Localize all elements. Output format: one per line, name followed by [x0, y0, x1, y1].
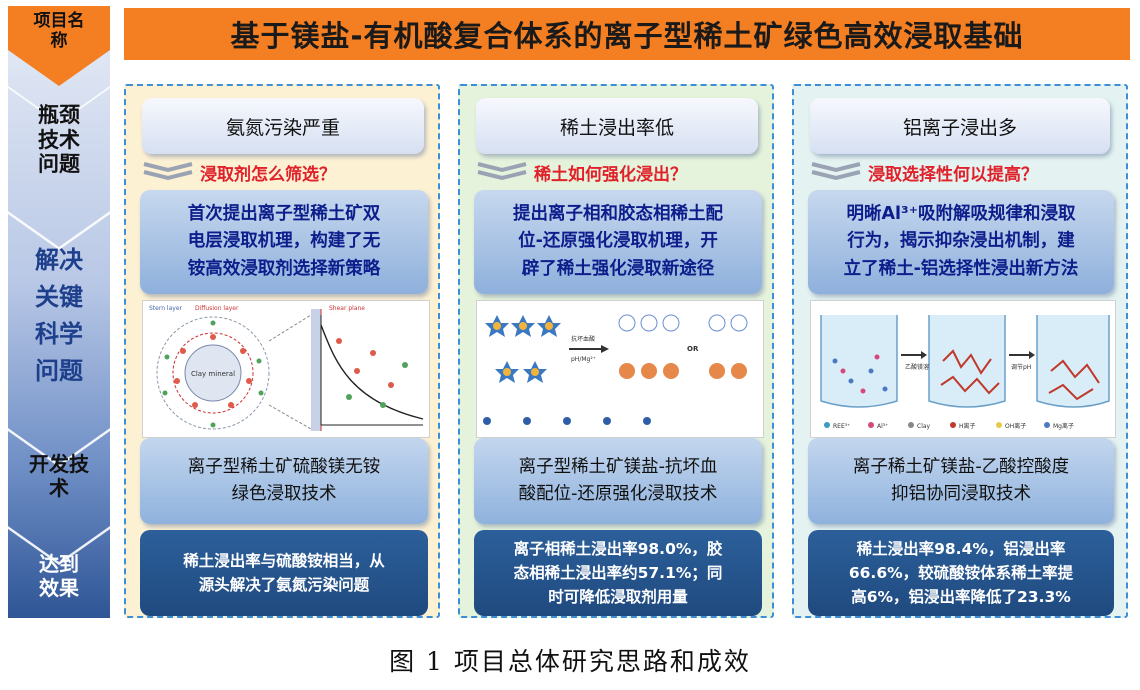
ph-mg-label: pH/Mg²⁺: [571, 356, 596, 363]
shear-plane-label: Shear plane: [329, 305, 365, 312]
science-box: 明晰Al³⁺吸附解吸规律和浸取 行为，揭示抑杂浸出机制，建 立了稀土-铝选择性浸…: [808, 190, 1114, 294]
question-text: 稀土如何强化浸出？: [534, 164, 687, 185]
legend-al: Al³⁺: [877, 423, 888, 430]
clay-mineral-label: Clay mineral: [191, 370, 235, 378]
figure-caption: 图 1 项目总体研究思路和成效: [389, 647, 751, 676]
legend-mg: Mg离子: [1053, 422, 1074, 430]
label-key-science: 解决 关键 科学 问题: [35, 245, 83, 386]
chevron-arrows-icon: [477, 162, 527, 181]
question-text: 浸取剂怎么筛选？: [200, 164, 336, 185]
question-row: 稀土如何强化浸出？: [474, 160, 764, 185]
selective-leaching-figure: 乙酸镁溶 调节pH REE³⁺ Al³⁺ Clay H离子 OH离子 Mg离子: [810, 300, 1116, 438]
left-bar-background: [8, 6, 110, 618]
label-results: 达到 效果: [39, 552, 79, 600]
left-category-bar: 项目名 称 瓶颈 技术 问题 解决 关键 科学 问题 开发技 术 达到 效果: [8, 6, 110, 618]
effect-box: 稀土浸出率与硫酸铵相当，从 源头解决了氨氮污染问题: [140, 530, 428, 616]
legend-h: H离子: [959, 422, 976, 430]
double-layer-figure: Stern layer Diffusion layer Clay mineral…: [142, 300, 430, 438]
effect-box: 稀土浸出率98.4%，铝浸出率 66.6%，较硫酸铵体系稀土率提 高6%，铝浸出…: [808, 530, 1114, 616]
problem-header: 稀土浸出率低: [476, 98, 758, 154]
problem-header: 铝离子浸出多: [810, 98, 1110, 154]
coordination-reduction-diagram: 抗坏血酸 pH/Mg²⁺ OR: [483, 314, 748, 425]
label-dev-tech: 开发技 术: [29, 452, 89, 500]
add-acetic-label: 乙酸镁溶: [905, 363, 929, 371]
column-aluminum: 铝离子浸出多 浸取选择性何以提高？ 明晰Al³⁺吸附解吸规律和浸取 行为，揭示抑…: [792, 84, 1128, 618]
question-text: 浸取选择性何以提高？: [868, 164, 1038, 185]
title-banner: 基于镁盐-有机酸复合体系的离子型稀土矿绿色高效浸取基础: [124, 8, 1130, 60]
column-ree-recovery: 稀土浸出率低 稀土如何强化浸出？ 提出离子相和胶态相稀土配 位-还原强化浸取机理…: [458, 84, 774, 618]
column-ammonia: 氨氮污染严重 浸取剂怎么筛选？ 首次提出离子型稀土矿双 电层浸取机理，构建了无 …: [124, 84, 440, 618]
effect-box: 离子相稀土浸出率98.0%，胶 态相稀土浸出率约57.1%；同 时可降低浸取剂用…: [474, 530, 762, 616]
or-label: OR: [687, 345, 699, 353]
coordination-reduction-figure: 抗坏血酸 pH/Mg²⁺ OR: [476, 300, 764, 438]
science-box: 首次提出离子型稀土矿双 电层浸取机理，构建了无 铵高效浸取剂选择新策略: [140, 190, 428, 294]
diffusion-layer-label: Diffusion layer: [195, 305, 239, 312]
legend-oh: OH离子: [1005, 422, 1026, 430]
problem-header: 氨氮污染严重: [142, 98, 424, 154]
science-box: 提出离子相和胶态相稀土配 位-还原强化浸取机理，开 辟了稀土强化浸取新途径: [474, 190, 762, 294]
legend-ree: REE³⁺: [833, 423, 850, 430]
chevron-arrows-icon: [811, 162, 861, 181]
ph-adjust-label: 调节pH: [1011, 363, 1031, 371]
question-row: 浸取剂怎么筛选？: [140, 160, 430, 185]
chevron-arrows-icon: [143, 162, 193, 181]
double-layer-diagram: Stern layer Diffusion layer Clay mineral…: [149, 305, 424, 431]
technology-box: 离子型稀土矿镁盐-抗坏血 酸配位-还原强化浸取技术: [474, 438, 762, 524]
label-project-name: 项目名 称: [33, 10, 85, 51]
selective-leaching-diagram: 乙酸镁溶 调节pH REE³⁺ Al³⁺ Clay H离子 OH离子 Mg离子: [820, 315, 1110, 430]
question-row: 浸取选择性何以提高？: [808, 160, 1098, 185]
technology-box: 离子型稀土矿硫酸镁无铵 绿色浸取技术: [140, 438, 428, 524]
legend-clay: Clay: [917, 423, 931, 430]
ascorbic-acid-label: 抗坏血酸: [571, 335, 595, 343]
technology-box: 离子稀土矿镁盐-乙酸控酸度 抑铝协同浸取技术: [808, 438, 1114, 524]
stern-layer-label: Stern layer: [149, 305, 183, 312]
label-bottleneck: 瓶颈 技术 问题: [38, 102, 80, 177]
